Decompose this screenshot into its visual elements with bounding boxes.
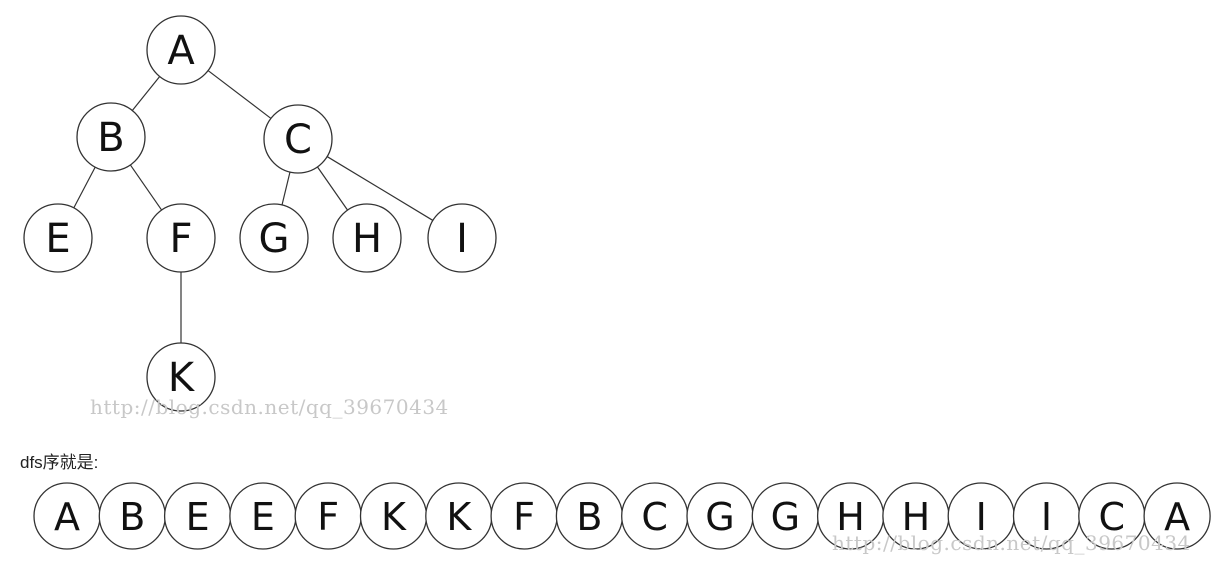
tree-node-F-circle <box>146 203 216 273</box>
edge-B-F <box>129 164 163 211</box>
seq-node-3-label: E <box>186 495 210 539</box>
seq-node-4: E <box>229 482 297 550</box>
seq-node-18-circle <box>1143 482 1211 550</box>
seq-node-9: B <box>555 482 624 550</box>
seq-node-13-label: H <box>836 495 865 539</box>
edge-C-H <box>316 166 349 211</box>
seq-node-10-label: C <box>641 495 668 539</box>
tree-node-I: I <box>427 203 497 273</box>
seq-node-16-label: I <box>1041 495 1052 539</box>
tree-node-I-circle <box>427 203 497 273</box>
tree-node-F: F <box>146 203 216 273</box>
seq-node-2-label: B <box>119 495 145 539</box>
tree-node-K: K <box>146 342 216 412</box>
tree-node-G: G <box>239 203 309 273</box>
seq-node-7-label: K <box>446 495 472 539</box>
seq-node-12: G <box>751 482 819 550</box>
tree-node-B-circle <box>76 102 146 172</box>
seq-node-10: C <box>621 482 689 550</box>
seq-node-4-label: E <box>251 495 275 539</box>
sequence-caption: dfs序就是: <box>20 453 99 472</box>
seq-node-17-label: C <box>1099 495 1126 539</box>
tree-edges <box>73 70 434 343</box>
tree-node-H-circle <box>332 203 402 273</box>
seq-node-18: A <box>1143 482 1211 550</box>
edge-C-G <box>281 171 291 206</box>
tree-node-C-label: C <box>284 117 312 163</box>
tree-node-G-circle <box>239 203 309 273</box>
seq-node-6: K <box>359 482 428 550</box>
edge-A-B <box>131 76 161 111</box>
tree-node-C-circle <box>263 104 333 174</box>
watermark-tree: http://blog.csdn.net/qq_39670434 <box>90 395 449 419</box>
seq-node-11: G <box>686 482 754 550</box>
seq-node-9-label: B <box>576 495 602 539</box>
seq-node-8: F <box>490 482 558 550</box>
seq-node-18-label: A <box>1164 495 1190 539</box>
seq-node-12-label: G <box>771 495 800 539</box>
tree-node-A-circle <box>146 15 216 85</box>
tree-node-E: E <box>23 203 93 273</box>
tree-node-H-label: H <box>352 216 382 262</box>
tree-node-E-label: E <box>45 216 70 262</box>
tree-node-G-label: G <box>259 216 290 262</box>
tree-node-E-circle <box>23 203 93 273</box>
tree-node-A-label: A <box>167 28 195 74</box>
tree-node-F-label: F <box>169 216 192 262</box>
seq-node-5: F <box>294 482 362 550</box>
tree-node-B-label: B <box>97 115 124 161</box>
seq-node-14: H <box>882 482 950 550</box>
seq-node-3: E <box>163 482 232 550</box>
seq-node-11-label: G <box>705 495 734 539</box>
tree-node-A: A <box>146 15 216 85</box>
tree-node-K-circle <box>146 342 216 412</box>
seq-node-8-label: F <box>513 495 535 539</box>
tree-node-B: B <box>76 102 146 172</box>
seq-node-6-label: K <box>381 495 407 539</box>
seq-node-1: A <box>33 482 101 550</box>
seq-node-7: K <box>425 482 493 550</box>
watermark-sequence: http://blog.csdn.net/qq_39670434 <box>832 531 1191 555</box>
seq-node-17: C <box>1078 482 1146 550</box>
seq-node-5-label: F <box>317 495 339 539</box>
tree-node-I-label: I <box>456 216 468 262</box>
seq-node-2: B <box>98 482 166 550</box>
seq-node-14-label: H <box>902 495 931 539</box>
seq-node-1-label: A <box>54 495 80 539</box>
seq-node-15-label: I <box>976 495 987 539</box>
tree-nodes: AB C E F G H I K <box>23 15 497 412</box>
tree-node-C: C <box>263 104 333 174</box>
tree-node-H: H <box>332 203 402 273</box>
tree-node-K-label: K <box>168 355 196 401</box>
edge-A-C <box>207 70 272 119</box>
edge-B-E <box>73 166 96 209</box>
edge-C-I <box>326 156 434 221</box>
